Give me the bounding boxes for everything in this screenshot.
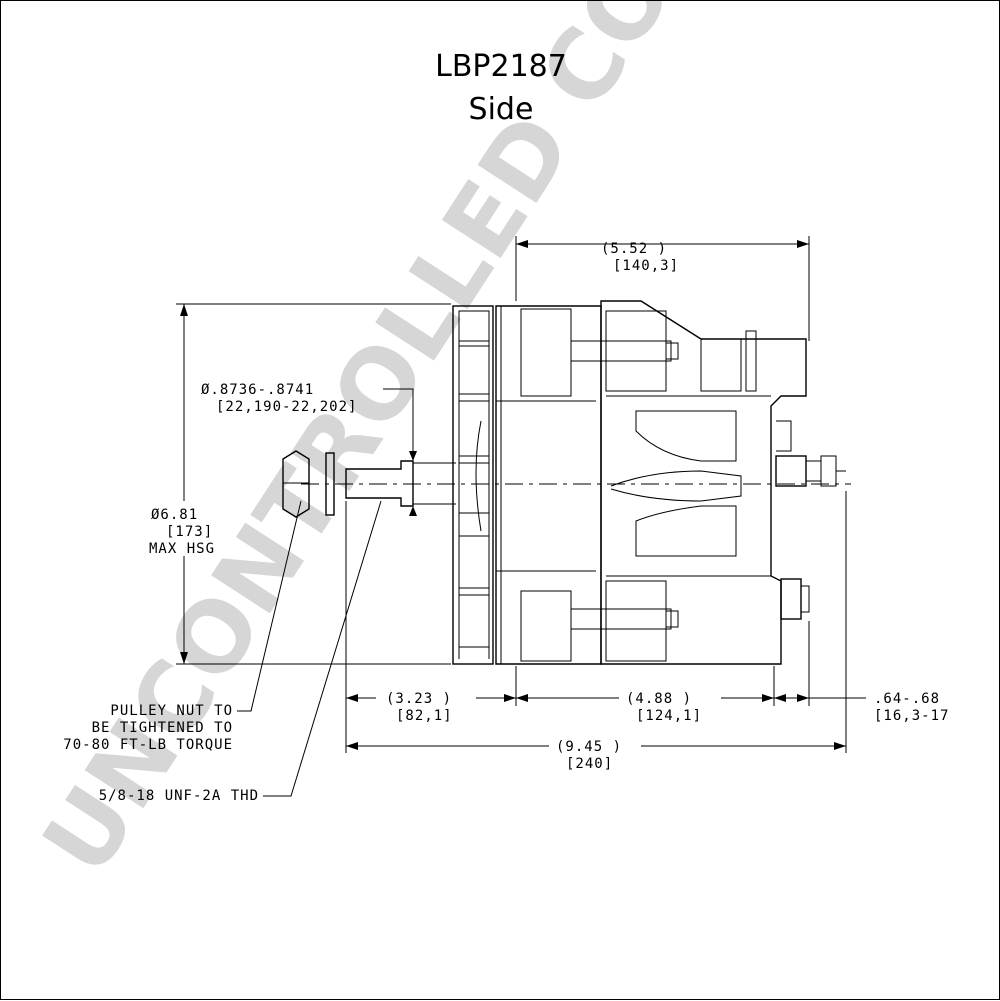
shaft-diameter-label: Ø.8736-.8741 — [201, 382, 314, 398]
stud-length-mm-label: [16,3-17 — [874, 708, 949, 724]
housing-diameter-mm-label: [173] — [166, 524, 213, 540]
body-length-mm-label: [124,1] — [636, 708, 702, 724]
pulley-note-line-1: PULLEY NUT TO — [110, 703, 233, 719]
shaft-length-label: (3.23 ) — [386, 691, 452, 707]
thread-note: 5/8-18 UNF-2A THD — [99, 788, 259, 804]
drawing-title: LBP2187 — [435, 49, 567, 84]
drawing-subtitle: Side — [469, 92, 534, 127]
housing-note-label: MAX HSG — [149, 541, 215, 557]
overall-width-label: (5.52 ) — [601, 241, 667, 257]
shaft-diameter-mm-label: [22,190-22,202] — [216, 399, 357, 415]
body-length-label: (4.88 ) — [626, 691, 692, 707]
pulley-note-line-3: 70-80 FT-LB TORQUE — [63, 737, 233, 753]
stud-length-label: .64-.68 — [874, 691, 940, 707]
overall-width-mm-label: [140,3] — [613, 258, 679, 274]
shaft-length-mm-label: [82,1] — [396, 708, 453, 724]
housing-diameter-label: Ø6.81 — [151, 507, 198, 523]
total-length-mm-label: [240] — [566, 756, 613, 772]
pulley-note-line-2: BE TIGHTENED TO — [92, 720, 233, 736]
total-length-label: (9.45 ) — [556, 739, 622, 755]
watermark: UNCONTROLLED COPY — [21, 1, 772, 894]
alternator-body — [452, 300, 846, 665]
dimension-lines — [176, 236, 866, 797]
